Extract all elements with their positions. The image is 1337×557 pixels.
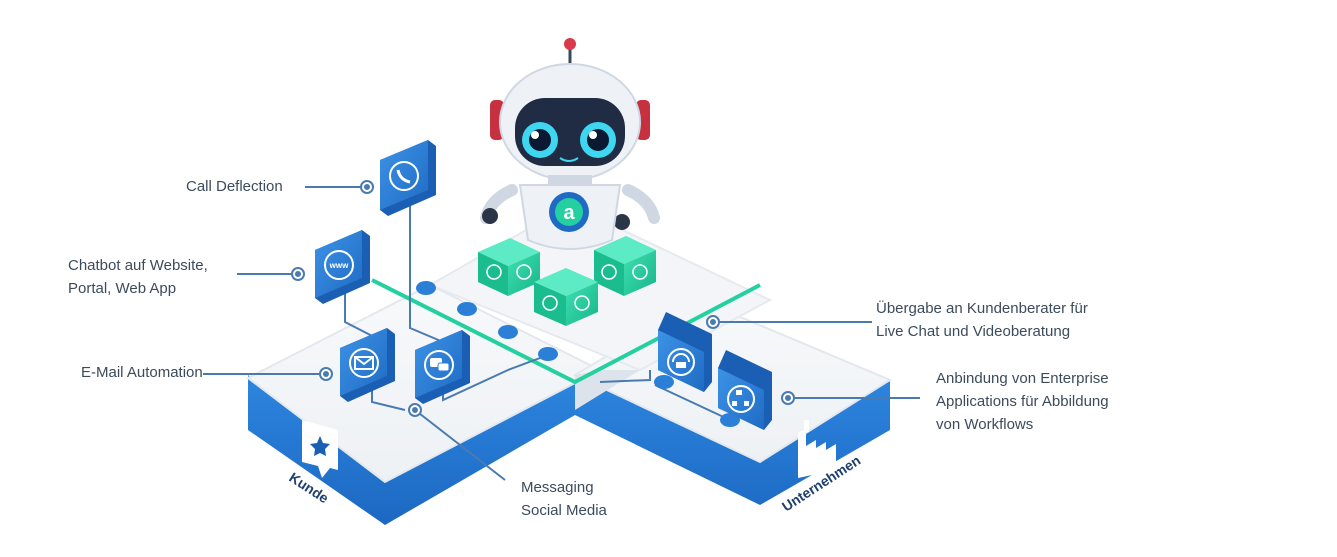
robot-badge-letter: a — [563, 202, 575, 224]
envelope-icon — [340, 328, 395, 402]
www-icon: www — [315, 230, 370, 304]
label-email-automation: E-Mail Automation — [81, 364, 203, 381]
chat-bubbles-icon — [415, 330, 470, 404]
workflow-icon — [718, 350, 772, 430]
robot-mascot: a — [480, 38, 660, 250]
green-connector-lines — [371, 278, 761, 385]
green-module-cubes — [478, 236, 656, 326]
module-cube-1 — [478, 238, 540, 296]
headset-chat-icon — [658, 312, 712, 392]
module-cube-3 — [534, 268, 598, 326]
pointer-markers — [291, 180, 795, 417]
label-call-deflection: Call Deflection — [186, 178, 283, 195]
phone-icon — [380, 140, 436, 216]
factory-icon — [798, 420, 836, 478]
module-cube-2 — [594, 236, 656, 296]
star-speech-icon — [302, 420, 338, 478]
label-messaging: Messaging Social Media — [521, 479, 607, 519]
svg-text:www: www — [329, 261, 349, 270]
label-handover: Übergabe an Kundenberater für Live Chat … — [876, 300, 1088, 340]
connection-dots — [416, 281, 740, 427]
blue-connection-lines — [203, 186, 920, 481]
label-enterprise: Anbindung von Enterprise Applications fü… — [936, 370, 1109, 433]
label-chatbot: Chatbot auf Website, Portal, Web App — [68, 257, 208, 297]
